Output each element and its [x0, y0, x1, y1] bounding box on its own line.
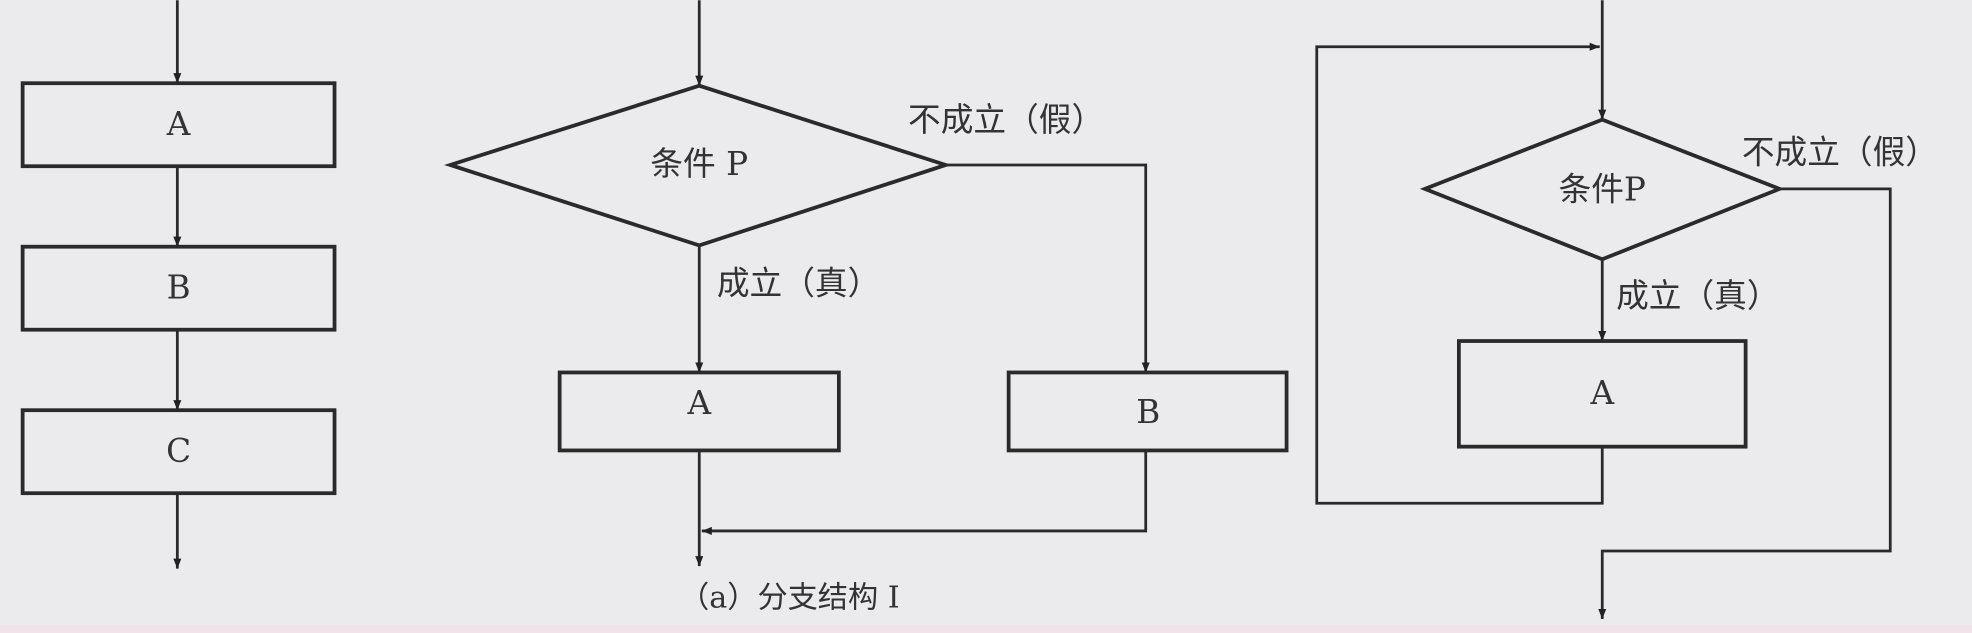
sequence-structure: A B C — [20, 0, 337, 569]
condition-label: 条件P — [1559, 170, 1646, 208]
exit-path — [1598, 187, 1892, 619]
box-label: B — [1136, 393, 1160, 431]
box-label: A — [166, 105, 191, 143]
loop-box-a: A — [1456, 339, 1748, 449]
false-label: 不成立（假） — [908, 101, 1104, 139]
box-label: C — [166, 432, 191, 470]
loop-structure: 条件P 不成立（假） 成立（真） A — [1315, 0, 1938, 619]
merge-path — [701, 450, 1148, 535]
box-label: B — [167, 268, 191, 306]
branch-box-a: A — [557, 370, 841, 453]
sequence-box-c: C — [20, 408, 337, 496]
true-label: 成立（真） — [717, 264, 880, 302]
caption: （a）分支结构 I — [679, 581, 900, 616]
box-label: A — [1589, 374, 1614, 412]
branch-structure: 条件 P 不成立（假） 成立（真） A B （a）分支结构 I — [444, 0, 1289, 616]
loop-back-path — [1315, 42, 1604, 505]
false-label: 不成立（假） — [1742, 134, 1938, 172]
false-path — [945, 163, 1150, 373]
true-label: 成立（真） — [1616, 277, 1779, 315]
sequence-box-a: A — [20, 81, 337, 169]
branch-box-b: B — [1006, 370, 1289, 453]
sequence-box-b: B — [20, 244, 337, 332]
condition-label: 条件 P — [650, 145, 748, 183]
branch-condition-diamond: 条件 P — [444, 83, 952, 248]
loop-condition-diamond: 条件P — [1419, 117, 1785, 262]
box-label: A — [686, 384, 711, 422]
